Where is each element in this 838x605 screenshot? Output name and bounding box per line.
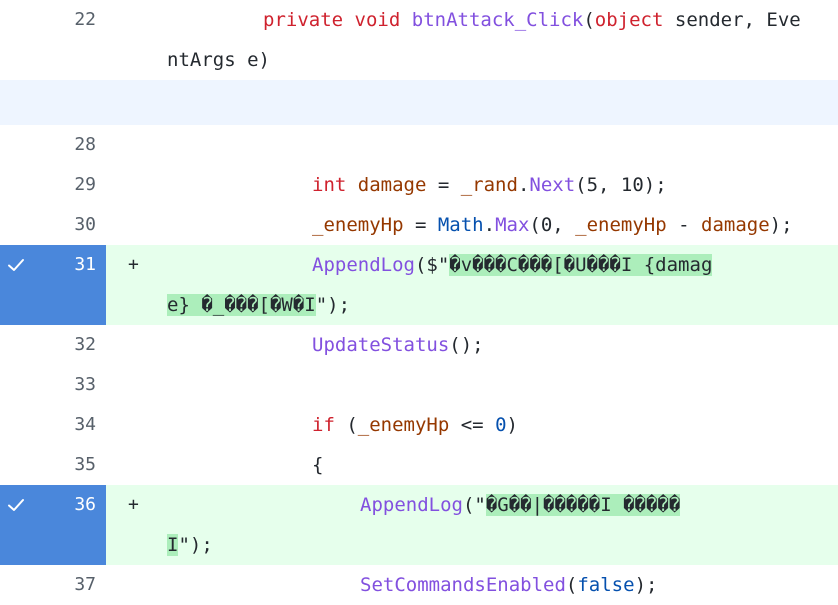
line-number: 29: [74, 174, 96, 195]
line-body: [106, 485, 838, 565]
line-number: 36: [74, 494, 96, 515]
diff-line-37: 37 SetCommandsEnabled(false);: [0, 565, 838, 598]
code-text: if (_enemyHp <= 0): [312, 414, 518, 436]
added-sign: +: [128, 494, 139, 515]
code-text: SetCommandsEnabled(false);: [360, 574, 658, 596]
code-text: private void btnAttack_Click(object send…: [263, 9, 801, 31]
diff-line-34: 34 if (_enemyHp <= 0): [0, 405, 838, 445]
checkmark-icon[interactable]: [6, 255, 26, 275]
code-text: int damage = _rand.Next(5, 10);: [312, 174, 667, 196]
diff-line-28: 28: [0, 125, 838, 165]
diff-line-31[interactable]: 31 + AppendLog($"�v���C���[�U���I {damag…: [0, 245, 838, 325]
line-gutter[interactable]: [0, 245, 106, 325]
code-text-wrap: I");: [167, 534, 213, 556]
line-number: 33: [74, 374, 96, 395]
code-text: AppendLog("�G��|�����I �����: [360, 494, 681, 516]
code-text: UpdateStatus();: [312, 334, 484, 356]
diff-line-29: 29 int damage = _rand.Next(5, 10);: [0, 165, 838, 205]
line-number: 35: [74, 454, 96, 475]
diff-line-30: 30 _enemyHp = Math.Max(0, _enemyHp - dam…: [0, 205, 838, 245]
code-text-wrap: e} �_���[�W�I");: [167, 294, 351, 316]
checkmark-icon[interactable]: [6, 495, 26, 515]
line-number: 34: [74, 414, 96, 435]
added-sign: +: [128, 254, 139, 275]
code-text: AppendLog($"�v���C���[�U���I {damag: [312, 254, 713, 276]
code-text: _enemyHp = Math.Max(0, _enemyHp - damage…: [312, 214, 793, 236]
line-number: 30: [74, 214, 96, 235]
line-number: 28: [74, 134, 96, 155]
diff-line-36[interactable]: 36 + AppendLog("�G��|�����I ����� I");: [0, 485, 838, 565]
code-text: {: [312, 454, 324, 476]
line-number: 32: [74, 334, 96, 355]
line-gutter[interactable]: [0, 485, 106, 565]
diff-line-32: 32 UpdateStatus();: [0, 325, 838, 365]
diff-line-22: 22 private void btnAttack_Click(object s…: [0, 0, 838, 80]
code-text-wrap: ntArgs e): [167, 49, 270, 71]
diff-line-35: 35 {: [0, 445, 838, 485]
line-number: 22: [74, 9, 96, 30]
line-number: 31: [74, 254, 96, 275]
diff-line-33: 33: [0, 365, 838, 405]
collapsed-lines[interactable]: [0, 80, 838, 125]
line-number: 37: [74, 574, 96, 595]
